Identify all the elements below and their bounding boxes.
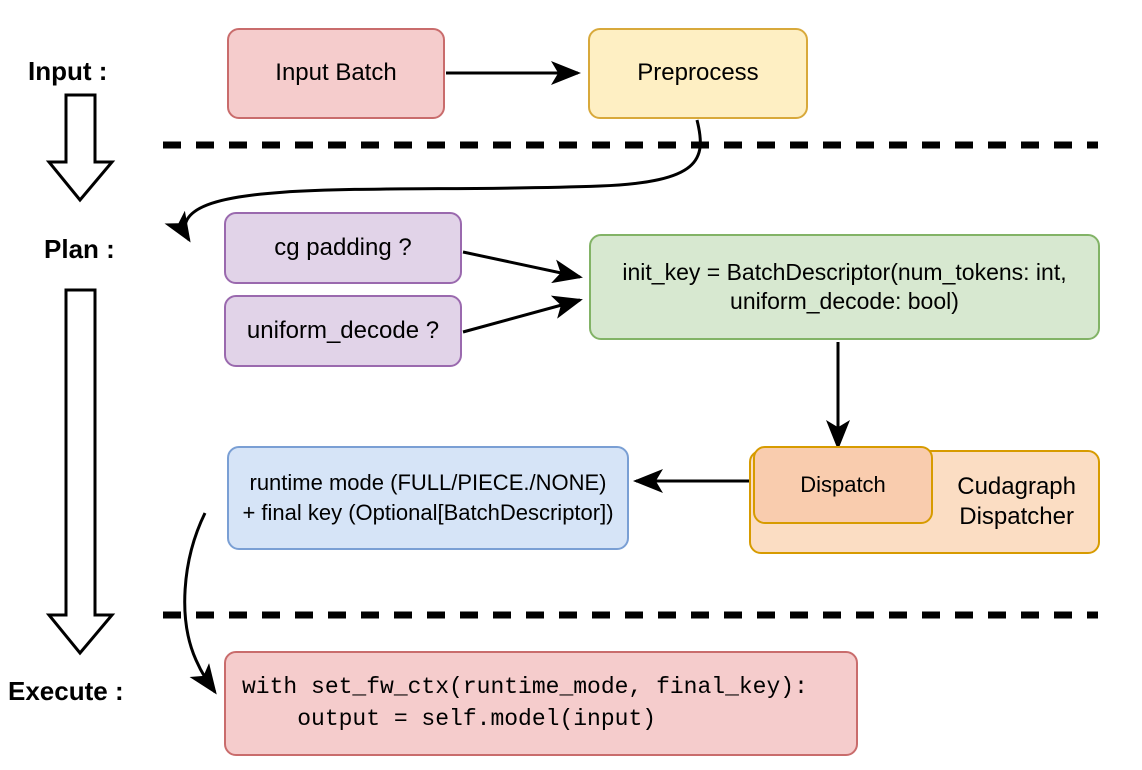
node-init-key[interactable]: init_key = BatchDescriptor(num_tokens: i… xyxy=(589,234,1100,340)
node-cudagraph-dispatcher-text: Cudagraph Dispatcher xyxy=(957,472,1076,532)
node-exec-code-line1: with set_fw_ctx(runtime_mode, final_key)… xyxy=(242,674,808,701)
node-uniform-decode-label: uniform_decode ? xyxy=(246,316,440,344)
node-runtime-mode-line1: runtime mode (FULL/PIECE./NONE) xyxy=(249,469,607,495)
node-uniform-decode[interactable]: uniform_decode ? xyxy=(224,295,462,367)
connector-cgpadding-to-initkey xyxy=(462,250,583,284)
stage-label-input: Input : xyxy=(28,56,108,86)
stage-arrow-input-to-plan xyxy=(45,93,116,203)
node-init-key-line1: init_key = BatchDescriptor(num_tokens: i… xyxy=(622,258,1067,285)
node-preprocess[interactable]: Preprocess xyxy=(588,28,808,119)
node-dispatch[interactable]: Dispatch xyxy=(753,446,933,524)
node-cudagraph-dispatcher-line2: Dispatcher xyxy=(959,503,1074,530)
stage-arrow-plan-to-execute xyxy=(45,288,116,656)
node-init-key-line2: uniform_decode: bool) xyxy=(730,288,959,314)
stage-label-plan: Plan : xyxy=(44,234,115,264)
node-cudagraph-dispatcher-line1: Cudagraph xyxy=(957,473,1076,500)
connector-uniformdecode-to-initkey xyxy=(462,295,583,334)
node-exec-code[interactable]: with set_fw_ctx(runtime_mode, final_key)… xyxy=(224,651,858,756)
node-input-batch[interactable]: Input Batch xyxy=(227,28,445,119)
node-runtime-mode-line2: + final key (Optional[BatchDescriptor]) xyxy=(242,500,614,525)
stage-label-execute: Execute : xyxy=(8,676,124,706)
node-init-key-text: init_key = BatchDescriptor(num_tokens: i… xyxy=(622,258,1066,317)
node-exec-code-line2: output = self.model(input) xyxy=(242,705,657,732)
node-dispatch-label: Dispatch xyxy=(800,471,886,497)
node-preprocess-label: Preprocess xyxy=(637,59,759,87)
node-cg-padding[interactable]: cg padding ? xyxy=(224,212,462,284)
node-cg-padding-label: cg padding ? xyxy=(274,233,412,261)
node-exec-code-text: with set_fw_ctx(runtime_mode, final_key)… xyxy=(242,672,808,734)
node-runtime-mode-text: runtime mode (FULL/PIECE./NONE) + final … xyxy=(242,468,613,529)
node-runtime-mode[interactable]: runtime mode (FULL/PIECE./NONE) + final … xyxy=(227,446,629,550)
connector-runtimemode-to-exec xyxy=(183,512,217,695)
node-input-batch-label: Input Batch xyxy=(275,59,397,87)
